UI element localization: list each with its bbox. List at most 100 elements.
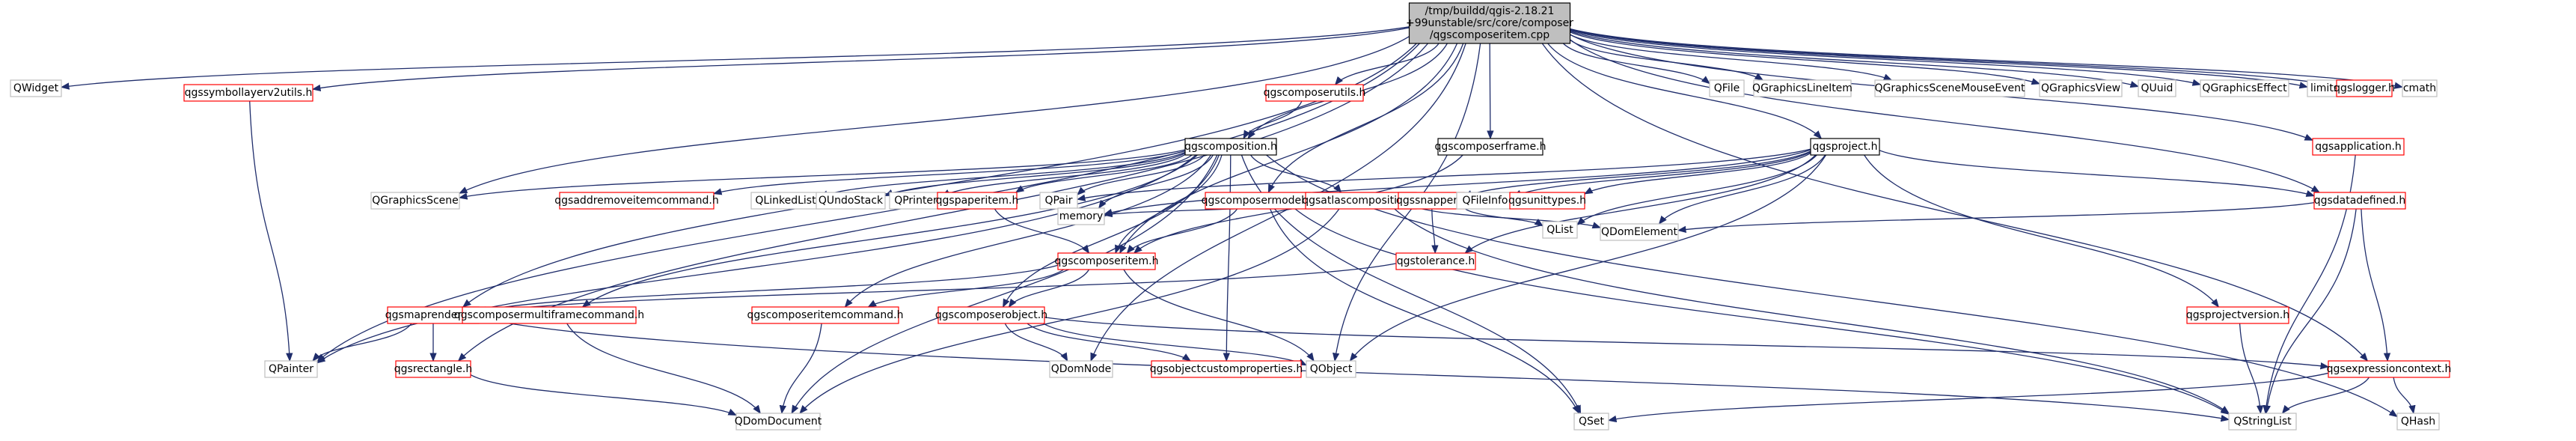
edge-qgscomposerobject-to-qgsobjectcustomproperties: [1027, 323, 1191, 362]
node-qgscomposermultiframecommand[interactable]: qgscomposermultiframecommand.h: [454, 306, 644, 324]
node-qgscomposerobject[interactable]: qgscomposerobject.h: [935, 306, 1047, 324]
edge-root-to-QObject: [1333, 43, 1481, 362]
node-label-qgscomposermodel: qgscomposermodel.h: [1202, 195, 1315, 207]
edge-root-to-qgslogger: [1570, 28, 2338, 88]
node-qgsdatadefined[interactable]: qgsdatadefined.h: [2313, 192, 2406, 210]
edge-qgsproject-to-qgsprojectversion: [1864, 154, 2220, 308]
node-QFile[interactable]: QFile: [1709, 79, 1745, 97]
node-qgsexpressioncontext[interactable]: qgsexpressioncontext.h: [2327, 360, 2452, 378]
node-label-QDomNode: QDomNode: [1051, 363, 1112, 375]
node-qgsrectangle[interactable]: qgsrectangle.h: [394, 360, 472, 378]
edge-qgsdatadefined-to-QDomElement: [1677, 202, 2315, 234]
node-qgsprojectversion[interactable]: qgsprojectversion.h: [2186, 306, 2289, 324]
node-box-qgsrectangle: [395, 360, 471, 378]
node-QHash[interactable]: QHash: [2396, 413, 2440, 431]
node-qgsobjectcustomproperties[interactable]: qgsobjectcustomproperties.h: [1150, 360, 1303, 378]
node-QDomElement[interactable]: QDomElement: [1600, 223, 1679, 241]
node-label-QHash: QHash: [2401, 416, 2435, 428]
node-box-qgsobjectcustomproperties: [1151, 360, 1302, 378]
node-cmath[interactable]: cmath: [2402, 79, 2438, 97]
edge-qgsproject-to-memory: [1103, 149, 1811, 216]
node-qgspaperitem[interactable]: qgspaperitem.h: [936, 192, 1019, 210]
node-label-QSet: QSet: [1579, 416, 1605, 428]
node-QGraphicsLineItem[interactable]: QGraphicsLineItem: [1752, 79, 1853, 97]
edge-root-to-QGraphicsScene: [458, 36, 1410, 194]
edge-qgsexpressioncontext-to-QSet: [1607, 372, 2329, 423]
node-box-QObject: [1306, 360, 1356, 378]
edge-qgscomposition-to-QDomDocument: [791, 154, 1218, 415]
node-label-qgsproject: qgsproject.h: [1813, 141, 1878, 153]
node-box-QWidget: [10, 79, 62, 97]
edge-qgscomposermodel-to-qgscomposeritem: [1126, 208, 1238, 254]
node-QPair[interactable]: QPair: [1039, 192, 1078, 210]
node-label-QGraphicsEffect: QGraphicsEffect: [2202, 82, 2287, 94]
node-box-qgscomposeritem: [1057, 252, 1156, 270]
node-label-qgscomposerframe: qgscomposerframe.h: [1435, 141, 1546, 153]
node-qgsmaprenderer[interactable]: qgsmaprenderer.h: [385, 306, 481, 324]
node-qgsatlascomposition[interactable]: qgsatlascomposition.h: [1302, 192, 1420, 210]
edge-qgscomposeritemcommand-to-QDomDocument: [779, 323, 822, 415]
node-qgsunittypes[interactable]: qgsunittypes.h: [1508, 192, 1586, 210]
node-QDomNode[interactable]: QDomNode: [1049, 360, 1113, 378]
node-qgssymbollayerv2utils[interactable]: qgssymbollayerv2utils.h: [183, 84, 313, 102]
edge-qgspaperitem-to-qgscomposeritem: [994, 208, 1090, 254]
node-box-qgsdatadefined: [2313, 192, 2406, 210]
node-qgscomposerframe[interactable]: qgscomposerframe.h: [1435, 138, 1546, 156]
node-QGraphicsSceneMouseEvent[interactable]: QGraphicsSceneMouseEvent: [1874, 79, 2025, 97]
edge-qgscomposition-to-qgscomposermultiframecommand: [581, 154, 1198, 308]
node-QDomDocument[interactable]: QDomDocument: [735, 413, 822, 431]
node-qgscomposition[interactable]: qgscomposition.h: [1184, 138, 1277, 156]
node-QGraphicsScene[interactable]: QGraphicsScene: [370, 192, 460, 210]
node-box-QUuid: [2138, 79, 2176, 97]
edge-qgscomposition-to-QPainter: [316, 154, 1196, 364]
node-qgscomposermodel[interactable]: qgscomposermodel.h: [1202, 192, 1315, 210]
node-QWidget[interactable]: QWidget: [10, 79, 62, 97]
node-QPainter[interactable]: QPainter: [264, 360, 318, 378]
node-QPrinter[interactable]: QPrinter: [889, 192, 943, 210]
node-QObject[interactable]: QObject: [1306, 360, 1356, 378]
node-memory[interactable]: memory: [1057, 207, 1105, 225]
node-QList[interactable]: QList: [1542, 221, 1578, 239]
node-box-qgstolerance: [1395, 252, 1476, 270]
node-label-qgscomposition: qgscomposition.h: [1184, 141, 1277, 153]
edge-root-to-QDomNode: [1090, 43, 1466, 362]
node-label-QDomElement: QDomElement: [1601, 226, 1677, 238]
node-QGraphicsView[interactable]: QGraphicsView: [2039, 79, 2123, 97]
node-QGraphicsEffect[interactable]: QGraphicsEffect: [2200, 79, 2289, 97]
node-label-qgsmaprenderer: qgsmaprenderer.h: [385, 309, 481, 321]
node-qgsproject[interactable]: qgsproject.h: [1810, 138, 1880, 156]
node-QStringList[interactable]: QStringList: [2228, 413, 2297, 431]
node-QUndoStack[interactable]: QUndoStack: [816, 192, 886, 210]
node-qgscomposerutils[interactable]: qgscomposerutils.h: [1264, 84, 1366, 102]
node-QFileInfo[interactable]: QFileInfo: [1456, 192, 1514, 210]
node-box-qgsprojectversion: [2186, 306, 2289, 324]
node-qgsapplication[interactable]: qgsapplication.h: [2312, 138, 2405, 156]
node-QLinkedList[interactable]: QLinkedList: [750, 192, 821, 210]
node-label-QUndoStack: QUndoStack: [819, 195, 884, 207]
node-qgssnapper[interactable]: qgssnapper.h: [1396, 192, 1466, 210]
node-qgscomposeritem[interactable]: qgscomposeritem.h: [1054, 252, 1159, 270]
edge-qgscomposition-to-qgscomposerobject: [1003, 154, 1220, 308]
node-label-qgscomposeritem: qgscomposeritem.h: [1054, 255, 1158, 267]
edge-qgsexpressioncontext-to-QHash: [2393, 377, 2416, 415]
node-QUuid[interactable]: QUuid: [2138, 79, 2176, 97]
node-qgscomposeritemcommand[interactable]: qgscomposeritemcommand.h: [747, 306, 904, 324]
node-qgslogger[interactable]: qgslogger.h: [2334, 79, 2395, 97]
node-label-QFile: QFile: [1714, 82, 1740, 94]
edge-qgsproject-to-QDomElement: [1658, 154, 1826, 225]
node-box-QDomElement: [1600, 223, 1679, 241]
node-label-QDomDocument: QDomDocument: [735, 416, 822, 428]
node-qgstolerance[interactable]: qgstolerance.h: [1395, 252, 1476, 270]
edge-qgscomposermultiframecommand-to-QDomDocument: [566, 323, 761, 414]
edge-qgscomposition-to-qgspaperitem: [1015, 154, 1193, 193]
node-box-QStringList: [2228, 413, 2297, 431]
node-root[interactable]: /tmp/buildd/qgis-2.18.21+99unstable/src/…: [1406, 2, 1573, 44]
node-label-qgsunittypes: qgsunittypes.h: [1508, 195, 1586, 207]
edge-qgssnapper-to-QList: [1463, 207, 1544, 227]
node-label-qgssnapper: qgssnapper.h: [1396, 195, 1466, 207]
node-QSet[interactable]: QSet: [1573, 413, 1609, 431]
edge-qgscomposition-to-QHash: [1266, 154, 2398, 418]
node-limits[interactable]: limits: [2307, 79, 2343, 97]
node-qgsaddremoveitemcommand[interactable]: qgsaddremoveitemcommand.h: [554, 192, 719, 210]
